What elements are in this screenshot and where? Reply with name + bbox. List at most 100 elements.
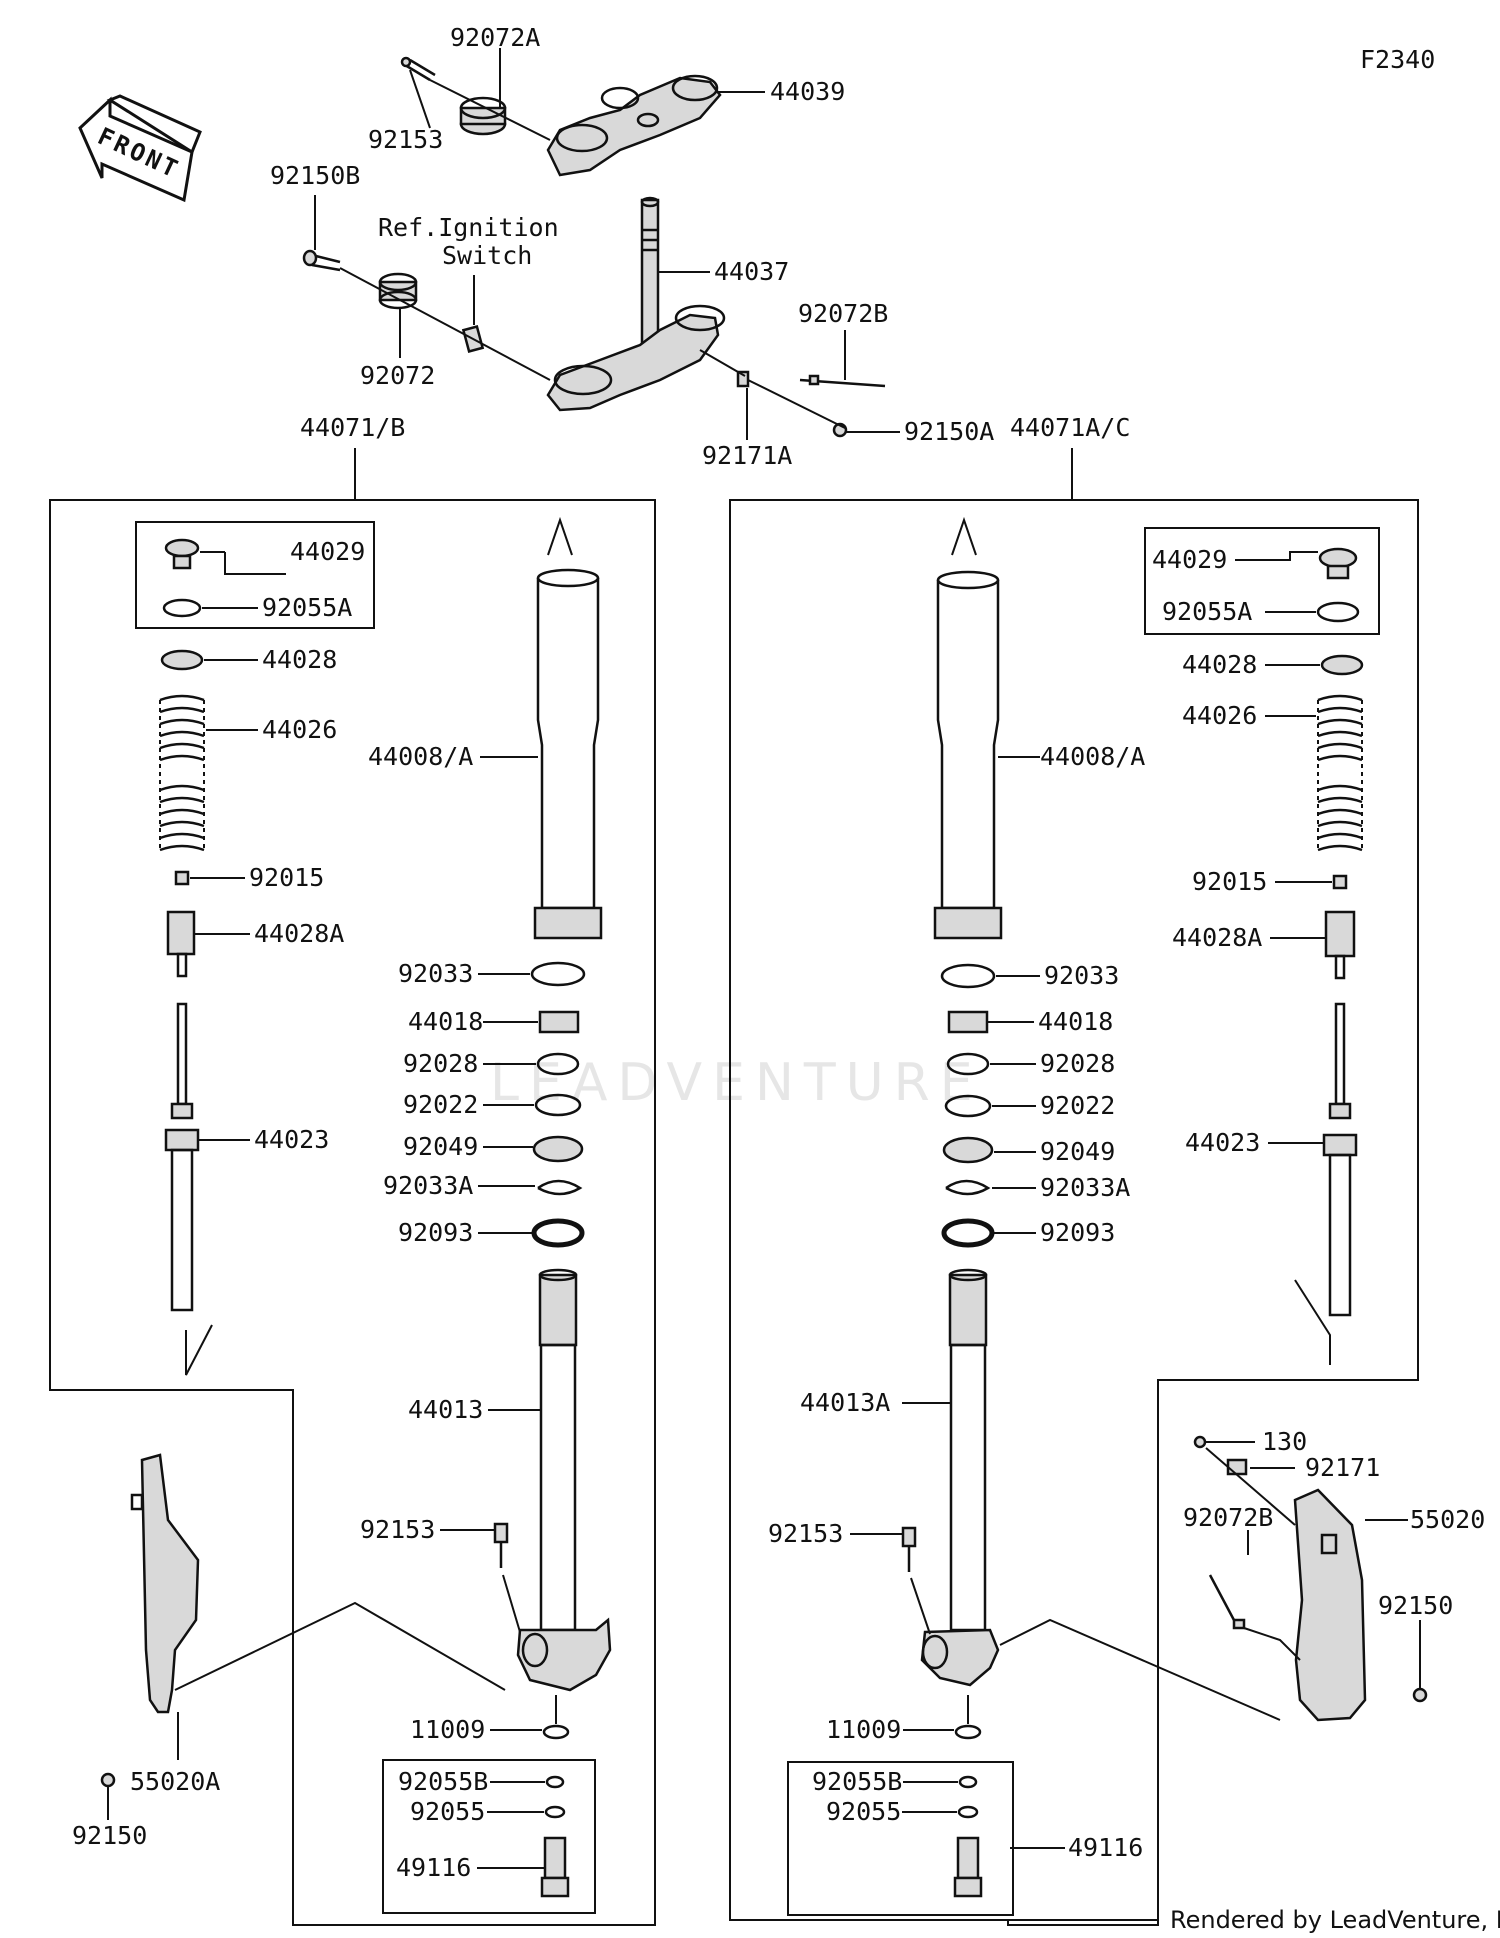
right-label-44008A: 44008/A [1040,742,1145,771]
right-label-44029: 44029 [1152,545,1227,574]
right-damper-44023 [1322,1002,1358,1317]
right-label-92171: 92171 [1305,1453,1380,1482]
left-oring-11009 [542,1724,570,1740]
right-bushing-44018 [947,1010,989,1034]
label-92153-top: 92153 [368,125,443,154]
right-tie-head [1232,1618,1246,1630]
left-label-92015: 92015 [249,863,324,892]
right-oring-92055 [957,1805,979,1819]
steering-stem-44037 [546,196,726,412]
left-label-44028A: 44028A [254,919,344,948]
right-clamp-92171 [1226,1458,1248,1476]
right-label-92033A: 92033A [1040,1173,1130,1202]
left-label-92150: 92150 [72,1821,147,1850]
clip-92171A [736,370,750,388]
left-bolt-92153 [493,1522,509,1568]
right-label-92093: 92093 [1040,1218,1115,1247]
right-collar-44028A [1324,910,1356,958]
left-cap-box [135,521,375,629]
right-fork-cap [1318,547,1358,580]
left-outer-tube-44008 [533,516,603,940]
left-label-55020A: 55020A [130,1767,220,1796]
right-inner-tube-44013A [920,1268,1000,1687]
right-fork-guard-55020 [1293,1488,1367,1722]
label-92171A: 92171A [702,441,792,470]
right-ring-92028 [946,1052,990,1076]
clamp-92072A [459,96,507,136]
right-label-55020: 55020 [1410,1505,1485,1534]
right-tie-92072B [1208,1574,1237,1623]
left-inner-tube-44013 [516,1268,612,1692]
left-oring-92055B [545,1775,565,1789]
left-label-44023: 44023 [254,1125,329,1154]
right-label-92072B: 92072B [1183,1503,1273,1532]
right-oring-92055A [1316,601,1360,623]
right-dustseal-92093 [941,1218,995,1248]
right-label-44026: 44026 [1182,701,1257,730]
left-dustseal-92093 [531,1218,585,1248]
right-spring-44026 [1317,694,1363,852]
right-label-92055: 92055 [826,1797,901,1826]
left-label-92028: 92028 [403,1049,478,1078]
right-label-44028: 44028 [1182,650,1257,679]
right-valve-49116 [953,1836,983,1898]
label-92150B: 92150B [270,161,360,190]
left-valve-box [382,1759,596,1914]
right-label-49116: 49116 [1068,1833,1143,1862]
right-nut-92015 [1332,874,1348,890]
right-label-92150: 92150 [1378,1591,1453,1620]
left-spring-44026 [159,694,205,852]
left-label-44026: 44026 [262,715,337,744]
left-fork-guard-55020A [130,1453,200,1714]
right-label-92055A: 92055A [1162,597,1252,626]
left-label-92093: 92093 [398,1218,473,1247]
left-oilseal-92049 [532,1135,584,1163]
left-bushing-44018 [538,1010,580,1034]
right-label-92055B: 92055B [812,1767,902,1796]
right-label-44028A: 44028A [1172,923,1262,952]
left-circlip-92033A [537,1179,583,1196]
watermark: LEADVENTURE [490,1053,983,1113]
left-fork-cap [164,538,200,570]
label-44039: 44039 [770,77,845,106]
right-assembly-title: 44071A/C [1010,413,1130,442]
left-collar-44028A [166,910,196,956]
left-label-92033: 92033 [398,959,473,988]
bolt-92153-top [400,56,436,82]
left-label-92022: 92022 [403,1090,478,1119]
right-label-11009: 11009 [826,1715,901,1744]
left-nut-92015 [174,870,190,886]
front-arrow-icon: FRONT [78,94,202,203]
left-label-92033A: 92033A [383,1171,473,1200]
left-assembly-frame [49,499,656,1926]
left-label-92153: 92153 [360,1515,435,1544]
left-damper-44023 [164,1002,200,1312]
right-valve-box [787,1761,1014,1916]
right-label-92015: 92015 [1192,867,1267,896]
left-label-92055A: 92055A [262,593,352,622]
left-washer-92022 [534,1093,582,1117]
right-washer-44028 [1320,654,1364,676]
right-label-92153: 92153 [768,1519,843,1548]
label-92072B: 92072B [798,299,888,328]
left-label-44028: 44028 [262,645,337,674]
left-label-49116: 49116 [396,1853,471,1882]
diagram-code: F2340 [1360,45,1435,74]
left-label-44013: 44013 [408,1395,483,1424]
label-92150A: 92150A [904,417,994,446]
left-ring-92028 [536,1052,580,1076]
left-label-92055: 92055 [410,1797,485,1826]
ref-note-line1: Ref.Ignition [378,213,559,242]
left-oring-92055A [162,598,202,618]
right-washer-92022 [944,1094,992,1118]
left-label-44029: 44029 [290,537,365,566]
upper-triple-clamp [546,74,722,177]
right-oring-92033 [940,963,996,989]
ref-note-line2: Switch [442,241,532,270]
label-92072A: 92072A [450,23,540,52]
left-label-92049: 92049 [403,1132,478,1161]
right-label-44018: 44018 [1038,1007,1113,1036]
right-cap-box [1144,527,1380,635]
right-label-92049: 92049 [1040,1137,1115,1166]
